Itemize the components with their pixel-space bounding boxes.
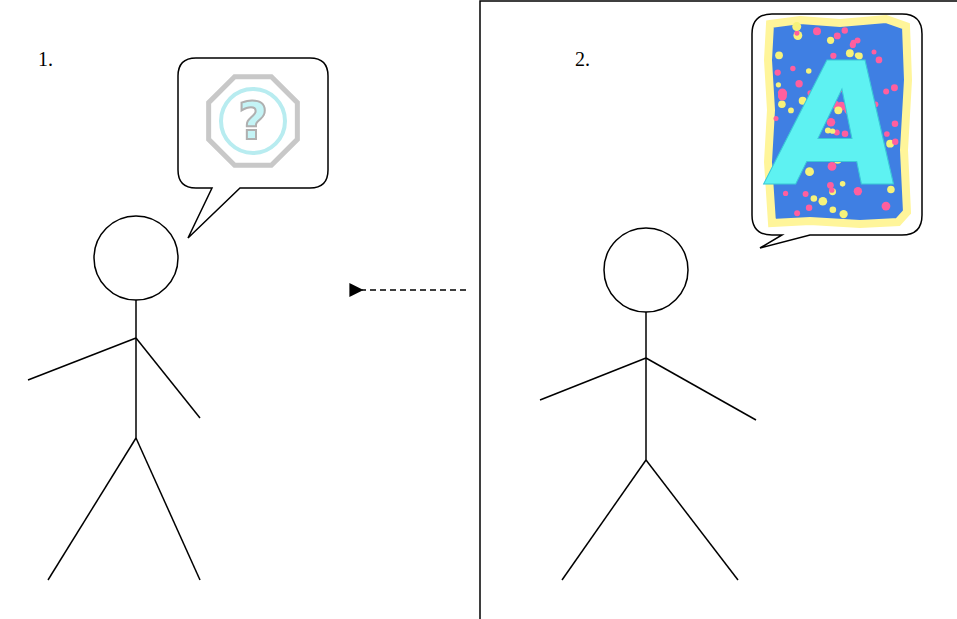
stick-figure — [28, 216, 200, 580]
clipart-symbol: ? — [178, 56, 328, 186]
stick-figure — [540, 228, 756, 580]
dashed-arrow — [362, 289, 466, 291]
speech-bubble: ? — [178, 58, 328, 188]
panel-frame — [480, 1, 957, 619]
panel-number: 2. — [575, 48, 590, 71]
speech-bubble: A — [752, 14, 922, 235]
panel-number: 1. — [38, 48, 53, 71]
clipart-letter: A — [736, 14, 937, 235]
